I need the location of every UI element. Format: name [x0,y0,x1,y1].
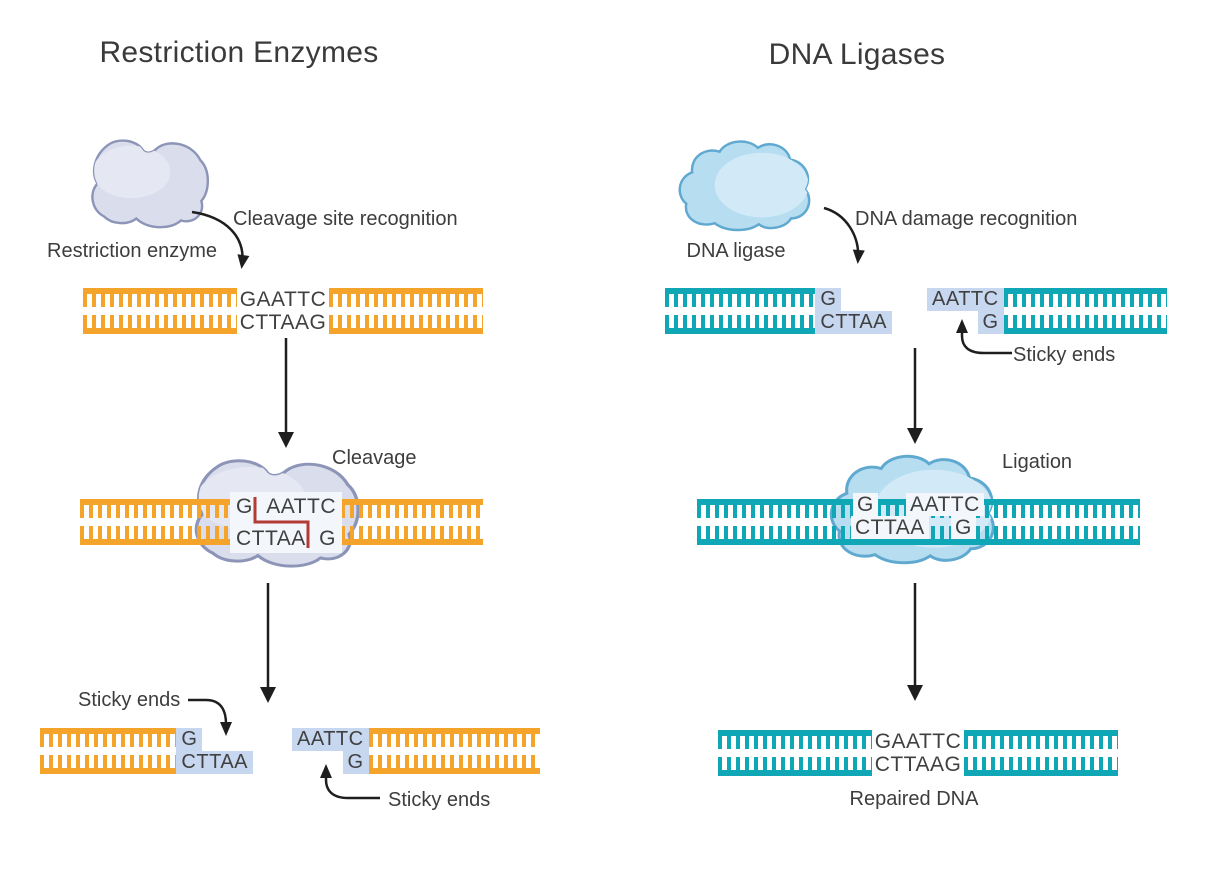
repaired-sequence: GAATTC CTTAAG [872,730,965,776]
ligation-top-right: AATTC [906,493,984,516]
dna-intact-left: GAATTC CTTAAG [83,288,483,334]
staggered-cut-line-icon [253,497,310,548]
dna-repaired: GAATTC CTTAAG [718,730,1118,776]
overhang-bottom: CTTAA [815,311,892,334]
repaired-dna-label: Repaired DNA [849,788,979,810]
dna-strand-segment [665,288,816,334]
recognition-sequence: GAATTC CTTAAG [237,288,330,334]
ligation-top-left: G [853,493,878,516]
ligation-bottom-right: G [951,516,976,539]
dna-strand-segment [964,730,1118,776]
dna-strand-segment [83,288,237,334]
cut-top-left: G [236,495,253,518]
right-panel-title: DNA Ligases [768,38,946,71]
cleavage-recognition-arrow-icon [191,210,250,269]
overhang-bottom: CTTAA [176,751,253,774]
restriction-enzyme-icon [91,139,210,229]
sticky-ends-label: Sticky ends [1013,344,1116,366]
dna-fragment-right: AATTC G [292,728,540,774]
cleavage-label: Cleavage [332,447,417,469]
down-arrow-icon [907,583,923,701]
overhang-top: G [815,288,842,311]
overhang-left: G CTTAA [176,728,253,774]
overhang-left: G CTTAA [815,288,892,334]
sticky-ends-arrow-icon [956,319,1012,355]
damage-recognition-arrow-icon [823,206,865,264]
cleavage-site-recognition-label: Cleavage site recognition [233,208,458,230]
dna-strand-segment [718,730,872,776]
down-arrow-icon [260,583,276,703]
sequence-top: GAATTC [239,288,327,311]
sequence-top: GAATTC [874,730,962,753]
overhang-bottom: G [342,751,369,774]
dna-strand-segment [329,288,483,334]
sequence-bottom: CTTAAG [874,753,962,776]
dna-strand-segment [368,728,540,774]
dna-damage-recognition-label: DNA damage recognition [855,208,1078,230]
overhang-right: AATTC G [927,288,1004,334]
left-panel-title: Restriction Enzymes [99,36,379,69]
overhang-top: AATTC [292,728,369,751]
sticky-ends-arrow-icon [320,764,380,800]
overhang-top: G [176,728,203,751]
restriction-enzyme-label: Restriction enzyme [47,240,218,262]
sticky-ends-label-right: Sticky ends [388,789,491,811]
cut-top-right: AATTC [266,495,336,518]
ligation-label: Ligation [1002,451,1073,473]
sticky-ends-arrow-icon [188,698,232,736]
dna-ligase-icon [678,140,811,232]
broken-dna-left: G CTTAA [665,288,892,334]
dna-strand-segment [40,728,177,774]
ligation-bottom-left: CTTAA [851,516,929,539]
dna-fragment-left: G CTTAA [40,728,253,774]
broken-dna-right: AATTC G [927,288,1167,334]
dna-strand-segment [1003,288,1167,334]
down-arrow-icon [907,348,923,444]
dna-ligase-label: DNA ligase [686,240,786,262]
sticky-ends-label-left: Sticky ends [78,689,181,711]
down-arrow-icon [278,338,294,448]
overhang-bottom: G [977,311,1004,334]
overhang-top: AATTC [927,288,1004,311]
cut-bottom-right: G [319,527,336,550]
cut-bottom-left: CTTAA [236,527,306,550]
sequence-bottom: CTTAAG [239,311,327,334]
overhang-right: AATTC G [292,728,369,774]
